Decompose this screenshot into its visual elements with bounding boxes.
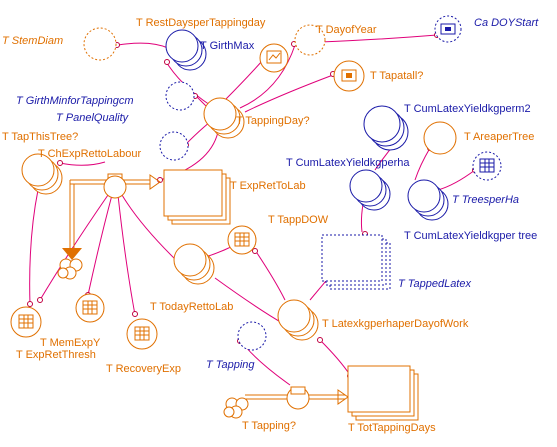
label-recovery-exp: T RecoveryExp xyxy=(106,363,181,375)
aux-tapp-dow[interactable] xyxy=(227,225,257,255)
link-tapatall-tappingday[interactable] xyxy=(244,74,334,113)
cloud-sink-icon xyxy=(223,397,249,419)
label-area-per-tree: T AreaperTree xyxy=(464,131,534,143)
label-panel-quality: T PanelQuality xyxy=(56,112,130,124)
link-memexp-taptree[interactable] xyxy=(29,189,39,306)
link-chexp-taptree[interactable] xyxy=(59,161,106,166)
aux-stem-diam[interactable] xyxy=(83,27,117,61)
aux-tapping-day[interactable] xyxy=(203,97,245,139)
flow-arrow-down-icon xyxy=(62,248,82,260)
label-tapped-latex: T TappedLatex xyxy=(398,278,471,290)
aux-tap-this-tree[interactable] xyxy=(21,153,63,195)
aux-exp-ret-thresh[interactable] xyxy=(75,293,105,323)
flow-valve-circle[interactable] xyxy=(103,175,127,199)
aux-rest-days[interactable] xyxy=(259,43,289,73)
label-latex-per-day: T LatexkgperhaperDayofWork xyxy=(322,318,469,330)
label-tapping: T Tapping xyxy=(206,359,255,371)
label-tapping-day: T TappingDay? xyxy=(236,115,310,127)
label-cum-latex-tree: T CumLatexYieldkgper tree xyxy=(404,230,537,242)
table-icon xyxy=(134,326,150,341)
label-girth-min: T GirthMinforTappingcm xyxy=(16,95,134,107)
label-doy-start: Ca DOYStart xyxy=(474,17,539,29)
flow-exp-ret[interactable] xyxy=(62,173,161,260)
table-icon xyxy=(479,158,495,173)
label-tapp-dow: T TappDOW xyxy=(268,214,329,226)
graph-icon xyxy=(266,50,282,64)
stock-exp-ret-to-lab[interactable] xyxy=(163,169,231,225)
aux-today-ret[interactable] xyxy=(173,243,215,285)
table-icon xyxy=(82,300,98,315)
link-todayret-flow[interactable] xyxy=(121,194,179,263)
label-tap-this-tree: T TapThisTree? xyxy=(2,131,78,143)
table-icon xyxy=(18,314,34,329)
label-rest-days: T RestDaysperTappingday xyxy=(136,17,266,29)
label-tapatall: T Tapatall? xyxy=(370,70,423,82)
variable-labels: T StemDiam T RestDaysperTappingday T Day… xyxy=(2,17,539,434)
aux-recovery-exp[interactable] xyxy=(126,318,158,350)
aux-cum-latex-m2[interactable] xyxy=(363,105,409,151)
aux-latex-per-day[interactable] xyxy=(277,299,319,341)
stock-tapped-latex[interactable] xyxy=(321,234,391,290)
aux-cum-latex-tree[interactable] xyxy=(407,179,449,221)
aux-tapatall[interactable] xyxy=(333,60,365,92)
label-exp-ret-thresh: T ExpRetThresh xyxy=(16,349,96,361)
label-tot-tapping-days: T TotTappingDays xyxy=(348,422,436,434)
label-mem-exp: T MemExpY xyxy=(40,337,101,349)
label-day-of-year: T DayofYear xyxy=(316,24,377,36)
link-recovery-flow[interactable] xyxy=(117,194,136,316)
aux-mem-exp[interactable] xyxy=(10,306,42,338)
aux-day-of-year[interactable] xyxy=(294,24,326,56)
table-icon xyxy=(234,232,250,247)
label-trees-per-ha: T TreesperHa xyxy=(452,194,519,206)
link-dayofyear-tappingday[interactable] xyxy=(239,44,296,109)
label-cum-latex-m2: T CumLatexYieldkgperm2 xyxy=(404,103,531,115)
flow-tapping[interactable] xyxy=(245,386,349,410)
link-latexday-totdays[interactable] xyxy=(319,339,351,376)
link-panelquality-tappingday[interactable] xyxy=(184,121,211,146)
label-cum-latex-ha: T CumLatexYieldkgperha xyxy=(286,157,410,169)
link-stemdiam-girthmax[interactable] xyxy=(117,42,169,49)
label-chexp: T ChExpRettoLabour xyxy=(38,148,141,160)
aux-panel-quality[interactable] xyxy=(159,131,189,161)
link-tappdow-latexday[interactable] xyxy=(254,249,286,301)
label-tapping-q: T Tapping? xyxy=(242,420,296,432)
link-trees-tree[interactable] xyxy=(437,169,476,191)
stock-tot-tapping-days[interactable] xyxy=(347,365,419,421)
aux-doy-start[interactable] xyxy=(434,15,462,43)
label-stem-diam: T StemDiam xyxy=(2,35,63,47)
label-exp-ret-lab: T ExpRetToLab xyxy=(230,180,306,192)
aux-trees-per-ha[interactable] xyxy=(472,151,502,181)
aux-area-per-tree[interactable] xyxy=(423,121,457,155)
valve-icon xyxy=(290,386,306,395)
flow-arrow-right-icon xyxy=(149,174,161,190)
link-area-tree[interactable] xyxy=(414,147,431,181)
flow-arrow-right-icon xyxy=(337,389,349,405)
aux-tapping[interactable] xyxy=(237,321,267,351)
aux-cum-latex-ha[interactable] xyxy=(349,169,391,211)
aux-girth-min[interactable] xyxy=(165,81,195,111)
label-girth-max: T GirthMax xyxy=(200,40,255,52)
link-threshold-flow[interactable] xyxy=(87,194,113,296)
aux-girth-max[interactable] xyxy=(165,29,207,71)
link-doystart-dayofyear[interactable] xyxy=(319,34,438,43)
cloud-source-icon xyxy=(57,258,83,280)
label-today-ret: T TodayRettoLab xyxy=(150,301,233,313)
